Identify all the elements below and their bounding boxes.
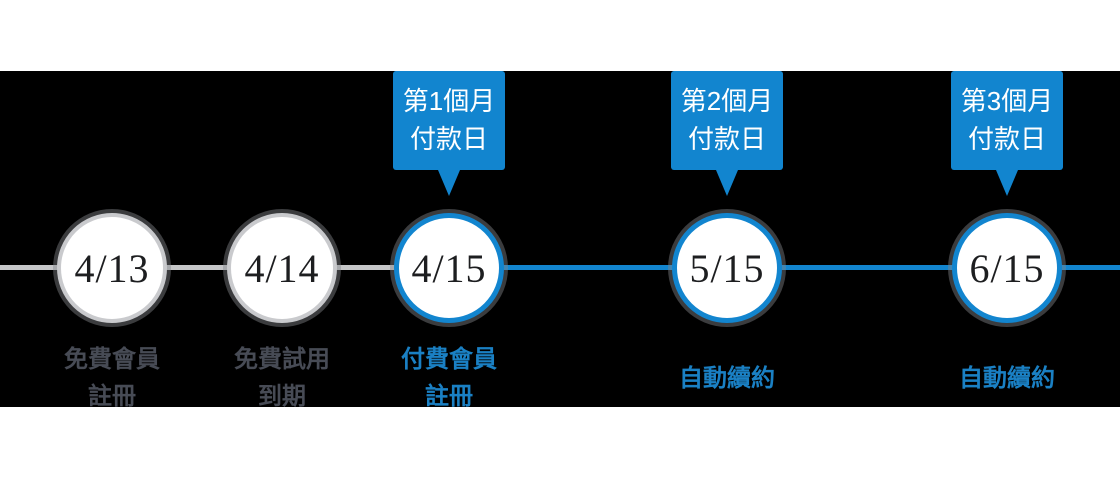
date-label: 4/14: [244, 245, 320, 291]
callout-line2: 付款日: [967, 124, 1046, 154]
callout-pointer-icon: [716, 170, 738, 196]
node-caption: 自動續約: [627, 341, 827, 397]
date-label: 5/15: [689, 245, 765, 291]
date-circle: 4/14: [227, 213, 337, 323]
node-caption-line2: 到期: [258, 383, 306, 410]
callout-line1: 第2個月: [680, 86, 774, 116]
node-caption-line2: 註冊: [425, 383, 473, 410]
payment-callout-bubble-1: 第1個月 付款日: [393, 71, 505, 170]
date-circle: 6/15: [952, 213, 1062, 323]
timeline-track-gray: [0, 265, 449, 270]
callout-line2: 付款日: [409, 124, 488, 154]
payment-callout-bubble-2: 第2個月 付款日: [671, 71, 783, 170]
node-caption: 免費試用 到期: [182, 341, 382, 415]
node-caption-line2: 註冊: [88, 383, 136, 410]
date-label: 4/15: [411, 245, 487, 291]
payment-callout-bubble-3: 第3個月 付款日: [951, 71, 1063, 170]
node-caption: 付費會員 註冊: [349, 341, 549, 415]
node-caption-line1: 自動續約: [679, 365, 775, 392]
callout-line1: 第3個月: [960, 86, 1054, 116]
node-caption-line1: 免費試用: [234, 346, 330, 373]
node-caption: 自動續約: [907, 341, 1107, 397]
callout-pointer-icon: [996, 170, 1018, 196]
date-circle: 4/15: [394, 213, 504, 323]
date-circle: 5/15: [672, 213, 782, 323]
node-caption-line1: 付費會員: [401, 346, 497, 373]
callout-pointer-icon: [438, 170, 460, 196]
node-caption-line1: 自動續約: [959, 365, 1055, 392]
callout-line2: 付款日: [687, 124, 766, 154]
date-label: 6/15: [969, 245, 1045, 291]
dark-background-band: [0, 71, 1120, 407]
node-caption: 免費會員 註冊: [12, 341, 212, 415]
date-circle: 4/13: [57, 213, 167, 323]
timeline-track-blue: [449, 265, 1120, 270]
callout-line1: 第1個月: [402, 86, 496, 116]
node-caption-line1: 免費會員: [64, 346, 160, 373]
date-label: 4/13: [74, 245, 150, 291]
